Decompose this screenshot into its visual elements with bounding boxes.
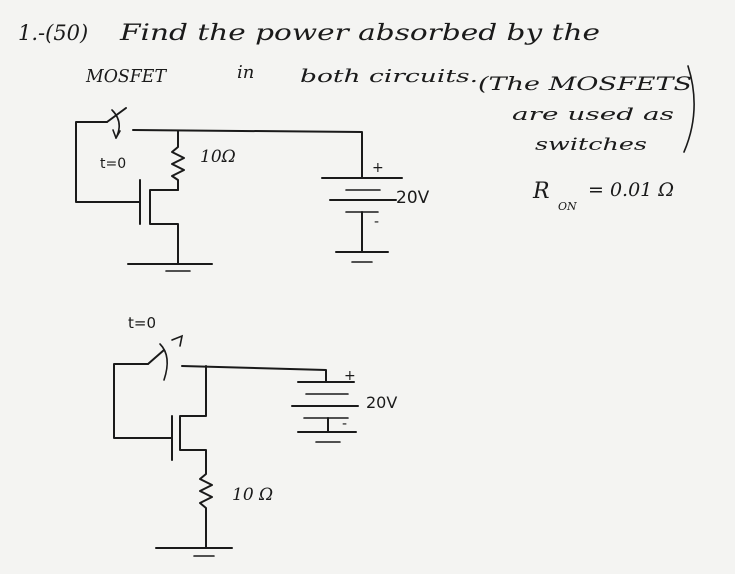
battery-plus: + — [372, 160, 384, 176]
resistor-symbol — [199, 461, 213, 549]
in-word: in — [237, 62, 254, 83]
switch-label: t=0 — [128, 314, 156, 332]
problem-line-1: Find the power absorbed by the — [119, 21, 600, 46]
switch-arrowhead-icon — [171, 334, 184, 347]
ron-symbol: R — [532, 179, 550, 204]
problem-number: 1.-(50) — [18, 21, 88, 45]
battery-label: 20V — [366, 393, 397, 412]
top-wire — [132, 129, 363, 179]
switch-blade — [147, 349, 165, 365]
switch-arrow-icon — [159, 343, 168, 381]
resistor-label: 10 Ω — [232, 485, 273, 505]
closing-paren-shape — [683, 65, 695, 153]
resistor-symbol — [171, 130, 185, 191]
source-lead — [149, 211, 179, 265]
switch-label: t=0 — [100, 156, 126, 172]
ron-subscript: ON — [558, 200, 577, 213]
both-circuits-text: both circuits. — [300, 66, 478, 87]
note-line-1: (The MOSFETS — [478, 73, 692, 95]
resistor-label: 10Ω — [200, 147, 236, 167]
switch-arrowhead-icon — [112, 129, 121, 139]
top-wire — [181, 365, 327, 383]
note-line-2: are used as — [512, 105, 674, 125]
circuit-bottom: t=0 10 Ω + - 20V — [113, 314, 397, 557]
battery-label: 20V — [396, 188, 430, 208]
source-lead — [179, 427, 207, 463]
battery-plus: + — [344, 368, 356, 384]
ron-value: = 0.01 Ω — [588, 179, 674, 201]
mosfet-word: MOSFET — [85, 66, 168, 87]
drain-lead — [179, 365, 207, 429]
battery-minus: - — [374, 214, 379, 230]
gate-loop-wire — [113, 363, 159, 439]
gate-loop-wire — [75, 121, 126, 203]
note-line-3: switches — [535, 135, 647, 155]
drain-lead — [149, 189, 179, 213]
circuit-top: 10Ω t=0 + - 20V — [75, 107, 430, 272]
battery-minus: - — [342, 416, 347, 432]
problem-statement: 1.-(50) Find the power absorbed by the M… — [18, 21, 695, 213]
